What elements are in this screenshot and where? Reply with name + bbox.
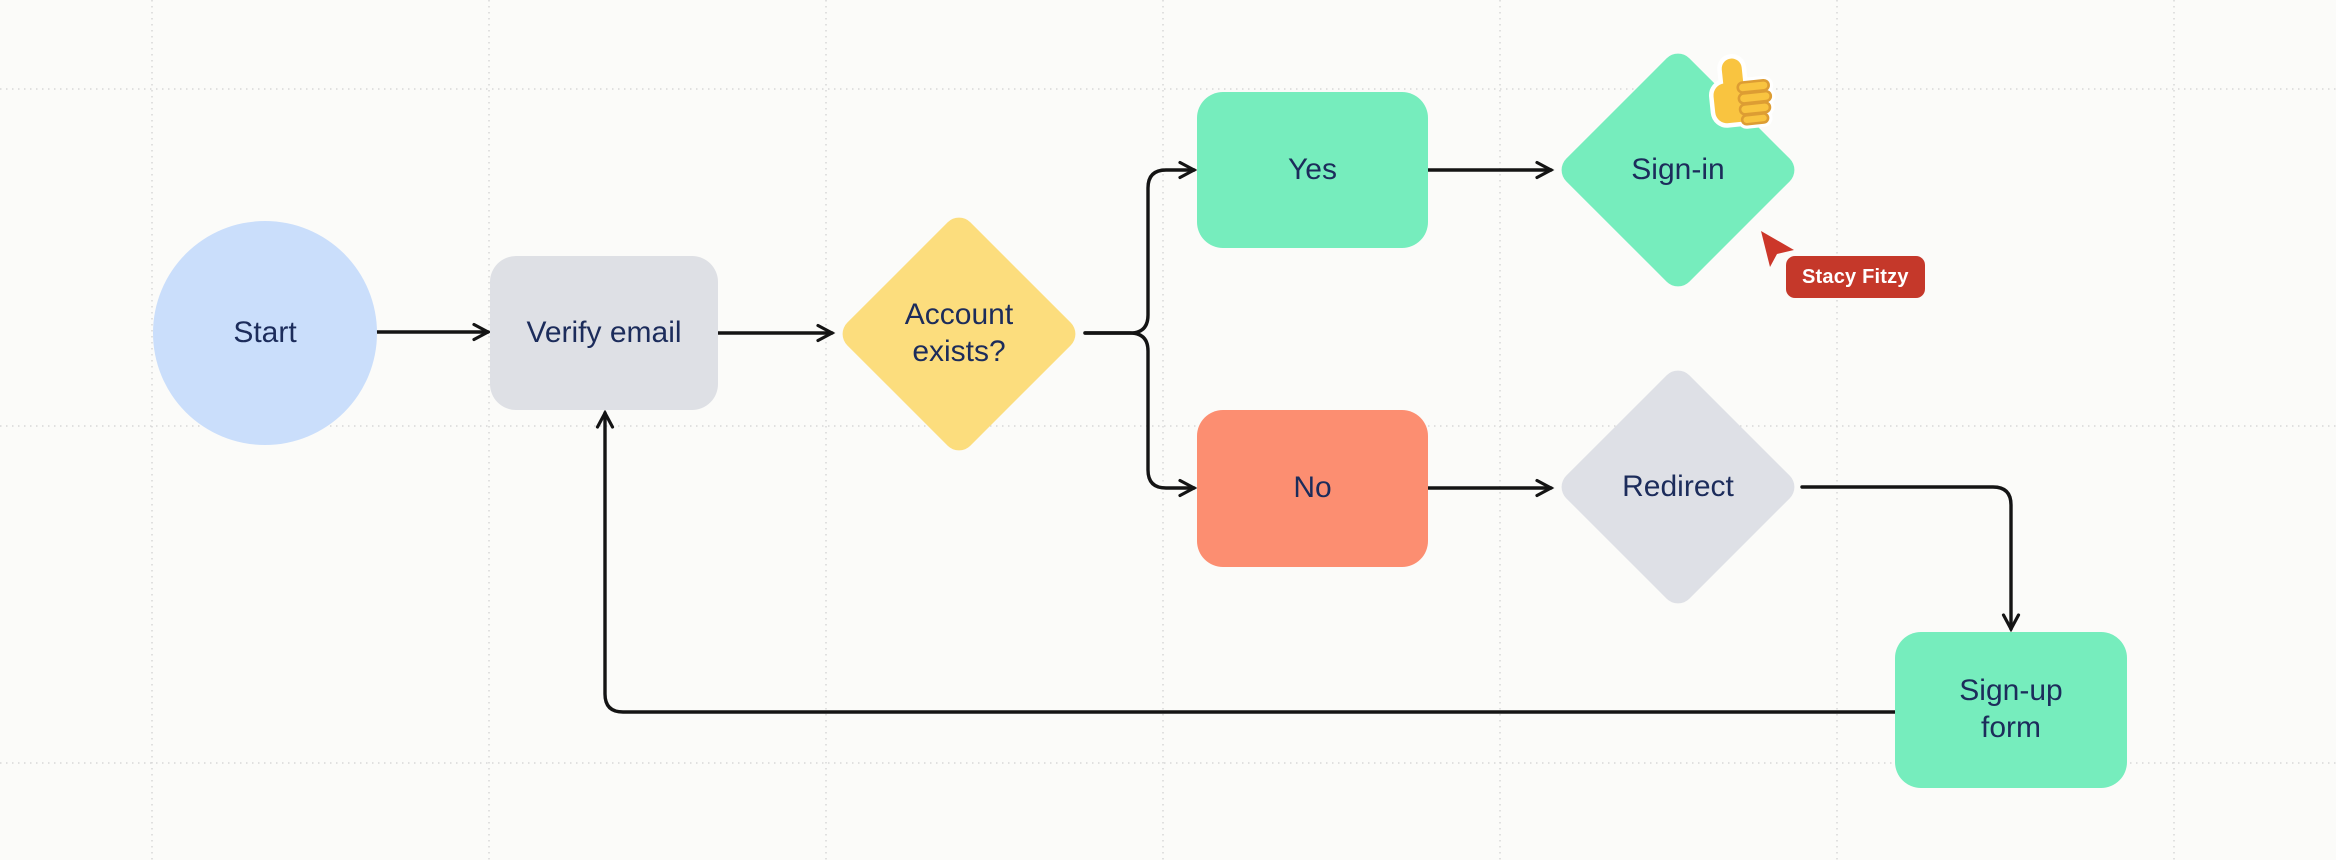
connectors (374, 160, 2021, 714)
edge-redirect-to-sign-up[interactable] (1800, 485, 2021, 633)
collaborator-name: Stacy Fitzy (1802, 265, 1909, 288)
node-yes[interactable]: Yes (1197, 92, 1428, 248)
node-account-exists[interactable]: Account exists? (835, 210, 1083, 458)
node-sign-in-label: Sign-in (1631, 152, 1725, 186)
node-no-label: No (1293, 471, 1332, 505)
node-redirect[interactable]: Redirect (1554, 363, 1802, 611)
node-verify-email[interactable]: Verify email (490, 256, 718, 410)
node-start[interactable]: Start (153, 221, 377, 445)
node-verify-email-label: Verify email (526, 315, 682, 349)
node-account-exists-label: Account exists? (904, 298, 1014, 368)
edge-account-to-no[interactable] (1083, 331, 1198, 498)
node-yes-label: Yes (1288, 152, 1337, 186)
edge-sign-up-to-verify-email[interactable] (595, 409, 1897, 714)
collaborator-name-badge: Stacy Fitzy (1786, 256, 1925, 298)
edge-account-to-yes[interactable] (1083, 160, 1198, 335)
node-sign-up-form-label: Sign-up form (1959, 674, 2063, 744)
node-start-label: Start (233, 315, 297, 349)
node-sign-up-form[interactable]: Sign-up form (1895, 632, 2127, 788)
node-no[interactable]: No (1197, 410, 1428, 567)
node-redirect-label: Redirect (1622, 469, 1734, 503)
node-sign-in[interactable]: Sign-in (1554, 46, 1802, 294)
